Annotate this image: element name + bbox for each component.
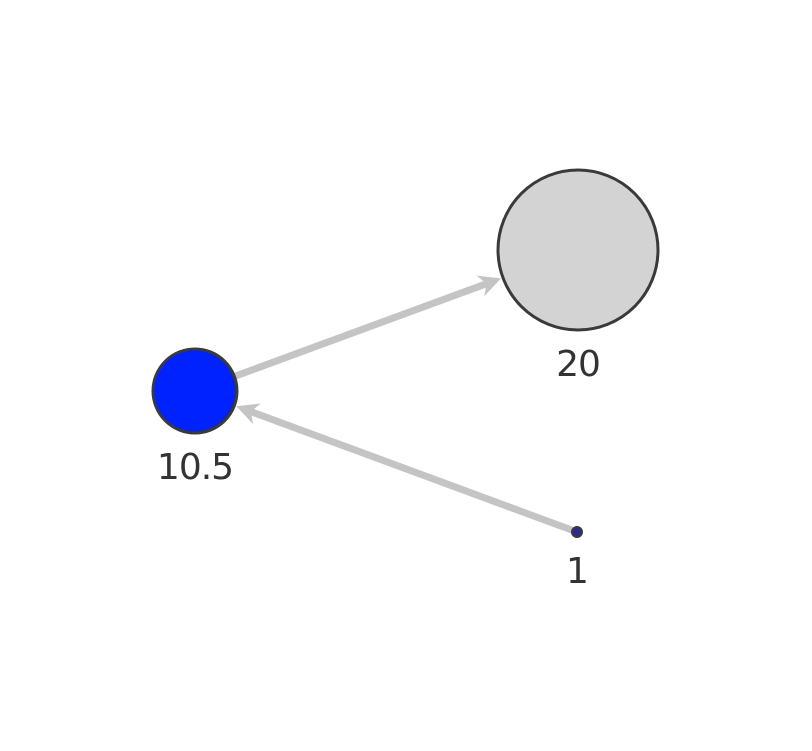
arrowhead-icon (236, 403, 261, 425)
edge-n1-n2 (233, 279, 490, 380)
graph-node-n2[interactable] (496, 168, 660, 332)
arrowhead-icon (476, 275, 502, 297)
node-label: 10.5 (156, 447, 234, 488)
graph-node-n1[interactable] (151, 347, 239, 435)
node-label: 1 (566, 551, 589, 592)
edge-n3-n1 (248, 407, 574, 534)
graph-node-n3[interactable] (571, 526, 583, 538)
node-label: 20 (556, 344, 601, 385)
